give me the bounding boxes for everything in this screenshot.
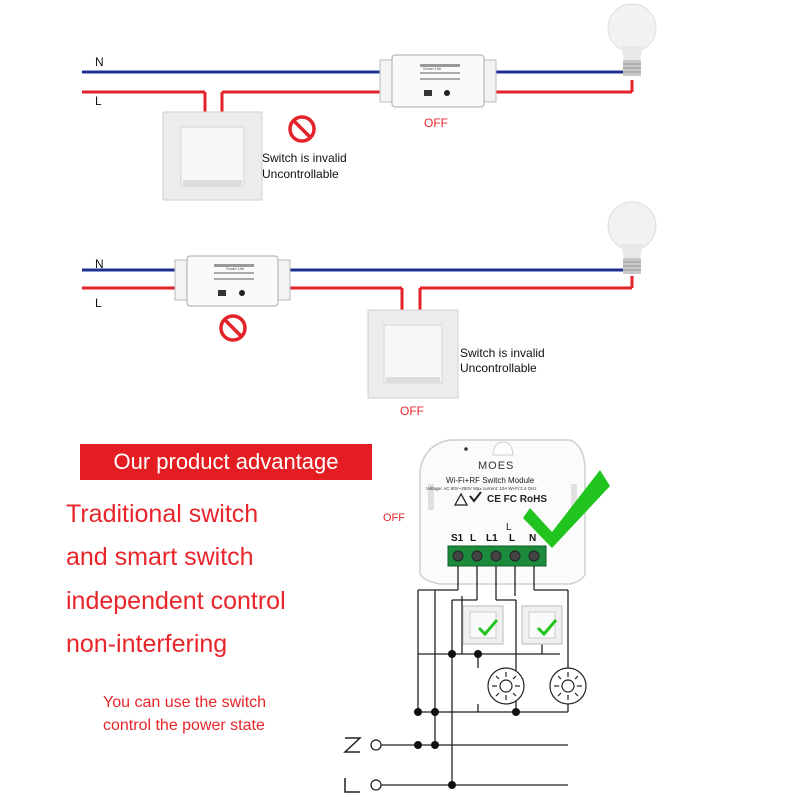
neutral-terminal bbox=[370, 739, 382, 751]
diagram2-neutral-label: N bbox=[95, 257, 104, 271]
schematic-switch-1 bbox=[462, 605, 504, 645]
advantage-line-2: and smart switch bbox=[66, 543, 254, 571]
advantage-line-1: Traditional switch bbox=[66, 500, 259, 528]
lamp-symbol-icon bbox=[487, 667, 525, 705]
terminal-label-l: L bbox=[470, 533, 477, 544]
module-terminal-L-label: L bbox=[506, 522, 512, 533]
advantage-note-line-1: You can use the switch bbox=[103, 694, 267, 711]
schematic-switch-2 bbox=[521, 605, 563, 645]
advantage-line-3: independent control bbox=[66, 587, 286, 615]
module-spec: Voltage: AC 90V~250V Max current: 10A Wi… bbox=[426, 486, 537, 491]
diagram2-prohibited-icon bbox=[219, 314, 247, 342]
diagram1-bulb-icon bbox=[607, 3, 657, 76]
diagram1-uncontrollable-text: Uncontrollable bbox=[262, 167, 339, 181]
advantage-state-label: OFF bbox=[383, 512, 405, 524]
check-icon bbox=[523, 470, 610, 548]
wiring-schematic bbox=[380, 566, 569, 786]
advantage-note-line-2: control the power state bbox=[103, 717, 265, 734]
diagram1-neutral-label: N bbox=[95, 55, 104, 69]
diagram1-module-brand: Smart Life bbox=[423, 66, 442, 71]
diagram1-invalid-text: Switch is invalid bbox=[262, 151, 347, 165]
diagram1-state-label: OFF bbox=[424, 116, 448, 130]
advantage-line-4: non-interfering bbox=[66, 630, 228, 658]
module-certs: CE FC RoHS bbox=[487, 494, 547, 505]
diagram2-wires bbox=[82, 268, 634, 315]
terminal-label-s1: S1 bbox=[451, 533, 464, 544]
diagram1-wall-switch bbox=[162, 111, 263, 201]
diagram2-live-label: L bbox=[95, 296, 102, 310]
diagram2-uncontrollable-text: Uncontrollable bbox=[460, 361, 537, 375]
module-name: Wi-Fi+RF Switch Module bbox=[446, 476, 535, 485]
diagram2-invalid-text: Switch is invalid bbox=[460, 346, 545, 360]
live-terminal bbox=[370, 779, 382, 791]
diagram2-wall-switch bbox=[367, 309, 459, 399]
lamp-symbol-icon bbox=[549, 667, 587, 705]
advantage-banner: Our product advantage bbox=[80, 444, 372, 480]
diagram2-smart-module bbox=[174, 255, 291, 307]
terminal-label-l1: L1 bbox=[486, 533, 498, 544]
junction-dots bbox=[414, 650, 520, 789]
schematic-N-glyph bbox=[343, 737, 362, 753]
diagram1-wires bbox=[82, 70, 634, 118]
diagram1-smart-module bbox=[379, 54, 497, 108]
diagram1-live-label: L bbox=[95, 94, 102, 108]
module-brand-logo: MOES bbox=[478, 460, 515, 472]
terminal-label-n: N bbox=[529, 533, 537, 544]
diagram1-prohibited-icon bbox=[288, 115, 316, 143]
schematic-L-glyph bbox=[344, 778, 360, 793]
diagram2-bulb-icon bbox=[607, 201, 657, 274]
terminal-label-l2: L bbox=[509, 533, 516, 544]
diagram2-module-brand: Smart Life bbox=[226, 266, 245, 271]
diagram2-state-label: OFF bbox=[400, 404, 424, 418]
